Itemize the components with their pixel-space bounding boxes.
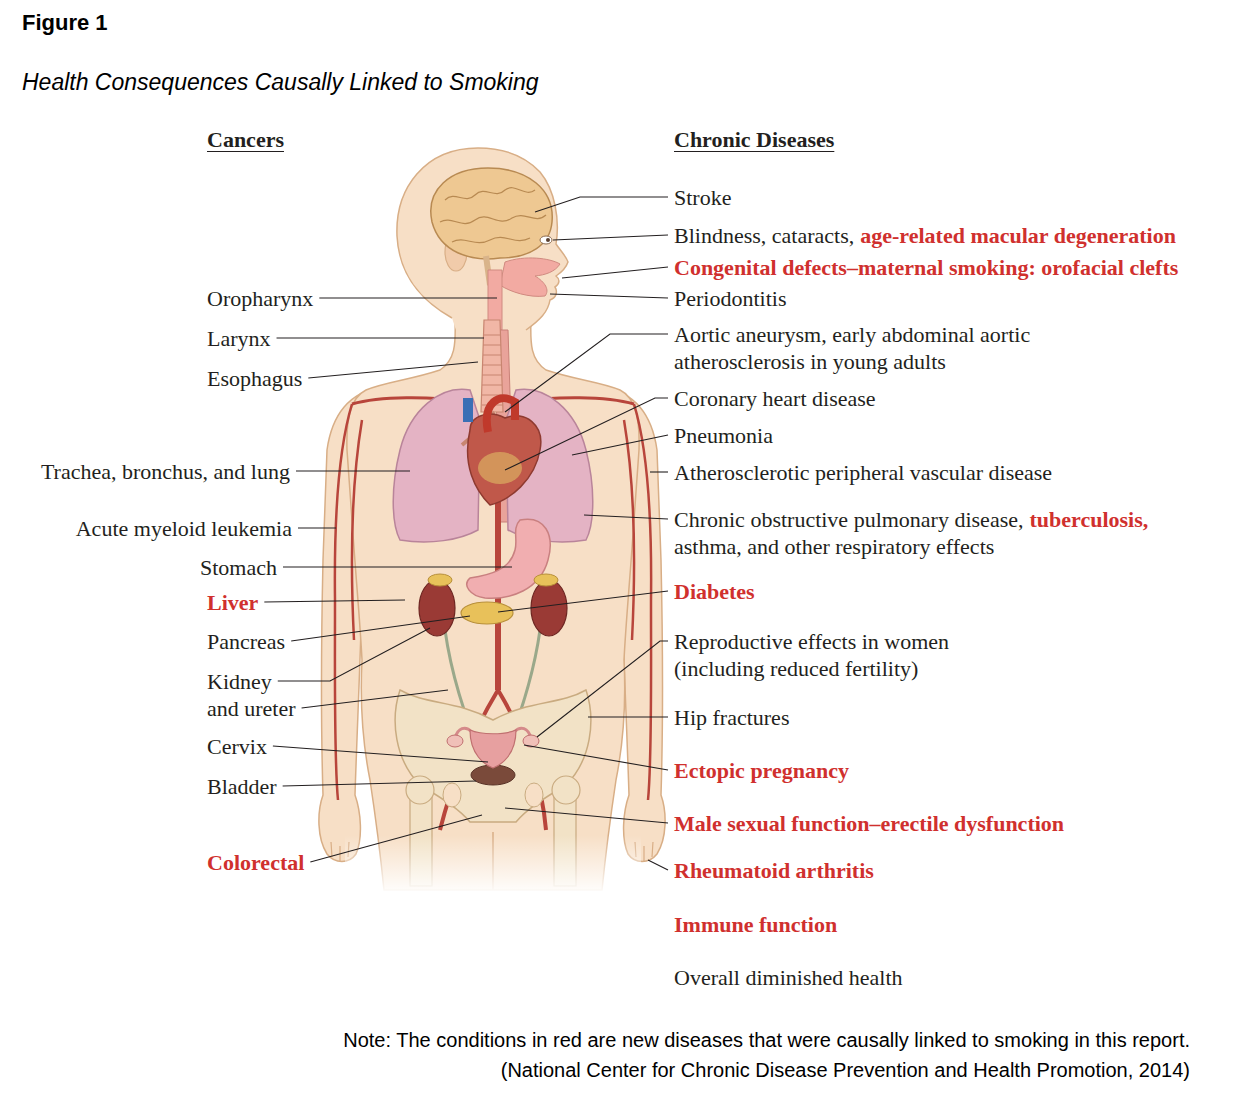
cancer-label: Larynx [207, 325, 271, 352]
leader-line [278, 628, 430, 681]
disease-label: Immune function [674, 911, 837, 938]
disease-label: Overall diminished health [674, 964, 903, 991]
lung [393, 389, 480, 542]
cancer-label: Cervix [207, 733, 267, 760]
cancer-label: Esophagus [207, 365, 302, 392]
cancer-label: Liver [207, 589, 258, 616]
leader-line [524, 745, 668, 770]
vena-cava [463, 398, 473, 422]
leader-line [584, 515, 668, 519]
leader-line [505, 808, 668, 823]
disease-label: Pneumonia [674, 422, 773, 449]
cancer-label: Bladder [207, 773, 277, 800]
leader-line [277, 337, 484, 338]
cancer-label: Oropharynx [207, 285, 313, 312]
leader-line [498, 591, 668, 612]
heart [468, 414, 541, 505]
leader-line [588, 716, 668, 717]
head-fill [397, 148, 568, 330]
leader-line [264, 600, 405, 602]
disease-label: Blindness, cataracts, [674, 222, 854, 249]
eye [540, 236, 552, 244]
bottom-fade [345, 835, 641, 895]
cancer-label: Kidney and ureter [207, 668, 302, 722]
figure-number: Figure 1 [22, 8, 108, 38]
pupil [546, 238, 550, 242]
disease-label: Rheumatoid arthritis [674, 857, 874, 884]
disease-label: Coronary heart disease [674, 385, 876, 412]
disease-label: Male sexual function–erectile dysfunctio… [674, 810, 1064, 837]
note-text: Note: The conditions in red are new dise… [343, 1027, 1190, 1053]
disease-label: asthma, and other respiratory effects [674, 533, 994, 560]
pelvis-opening [525, 783, 543, 807]
pelvis-opening [443, 783, 461, 807]
leader-line [648, 860, 668, 870]
uterus [470, 730, 516, 768]
kidney [531, 580, 567, 636]
leader-line [319, 297, 497, 298]
femur-head [552, 776, 580, 804]
disease-label: Atherosclerotic peripheral vascular dise… [674, 459, 1052, 486]
disease-label: Reproductive effects in women (including… [674, 628, 994, 682]
disease-label: Stroke [674, 184, 731, 211]
pelvis [395, 690, 591, 822]
cancer-label: Acute myeloid leukemia [76, 515, 292, 542]
figure-title: Health Consequences Causally Linked to S… [22, 67, 539, 97]
disease-label: Hip fractures [674, 704, 789, 731]
disease-label: Congenital defects–maternal smoking: oro… [674, 254, 1178, 281]
disease-label: Periodontitis [674, 285, 786, 312]
pancreas [461, 602, 513, 624]
leader-line [553, 235, 668, 240]
column-heading: Chronic Diseases [674, 126, 834, 153]
leader-line [505, 334, 668, 412]
adrenal-gland [534, 574, 558, 586]
leader-line [298, 527, 336, 528]
leader-line [302, 690, 448, 708]
cancer-label: Stomach [200, 554, 277, 581]
leader-line [572, 435, 668, 455]
trachea-rings [482, 335, 503, 405]
cancer-label: Trachea, bronchus, and lung [41, 458, 290, 485]
leader-line [550, 294, 668, 298]
brain [431, 168, 552, 259]
cancer-label: Pancreas [207, 628, 285, 655]
leader-line [310, 815, 482, 862]
brain-folds [440, 188, 546, 243]
leader-line [283, 781, 476, 786]
leader-line [291, 616, 470, 641]
leader-line [505, 398, 668, 470]
head-outline [397, 148, 568, 330]
leader-line [273, 746, 488, 762]
heart-fat [478, 452, 522, 484]
disease-label: Aortic aneurysm, early abdominal aortic … [674, 321, 1094, 375]
leader-line [535, 197, 668, 212]
torso [347, 318, 639, 890]
leader-line [650, 471, 668, 472]
femur-head [406, 776, 434, 804]
leader-line [308, 362, 478, 378]
leader-line [296, 470, 410, 471]
aortic-arch [487, 398, 515, 432]
ovary [447, 735, 463, 747]
source-citation: (National Center for Chronic Disease Pre… [501, 1057, 1190, 1083]
adrenal-gland [428, 574, 452, 586]
disease-label: Chronic obstructive pulmonary disease, [674, 506, 1023, 533]
leader-line [283, 566, 512, 567]
column-heading: Cancers [207, 126, 284, 153]
leader-line [562, 267, 668, 278]
disease-label: Diabetes [674, 578, 755, 605]
oral-cavity [500, 258, 560, 296]
leader-line [537, 641, 668, 737]
disease-label: Ectopic pregnancy [674, 757, 849, 784]
kidney [419, 580, 455, 636]
disease-label: age-related macular degeneration [860, 222, 1176, 249]
cancer-label: Colorectal [207, 849, 304, 876]
disease-label: tuberculosis, [1029, 506, 1148, 533]
